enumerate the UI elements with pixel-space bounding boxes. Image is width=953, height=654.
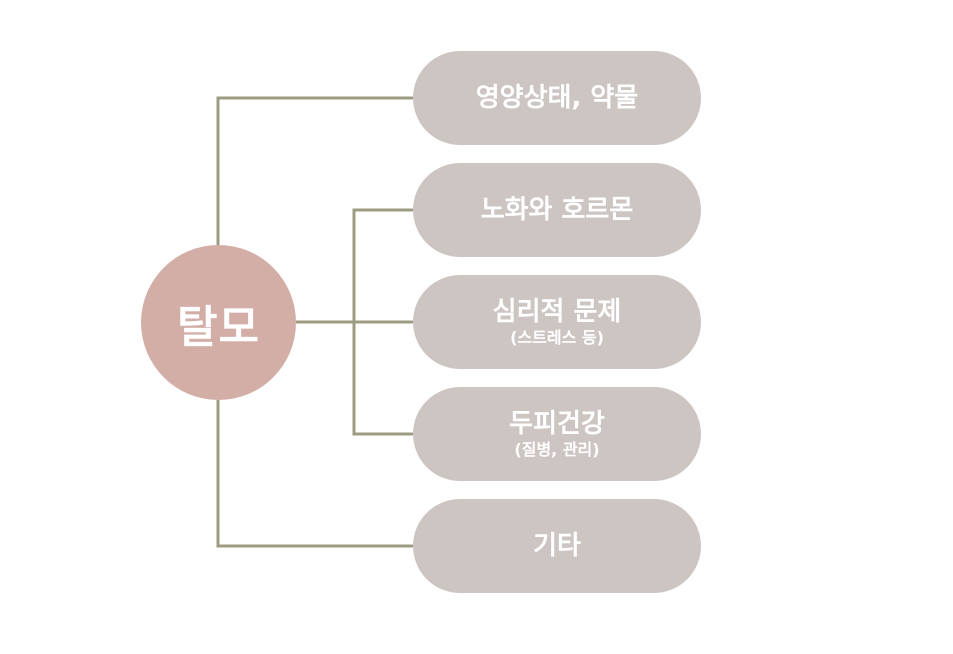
connector-outer-bottom [216, 400, 413, 548]
branch-label: 영양상태, 약물 [475, 83, 639, 113]
center-label: 탈모 [177, 301, 260, 353]
branch-sublabel: (질병, 관리) [514, 440, 600, 459]
branch-psychological: 심리적 문제 (스트레스 등) [413, 275, 701, 369]
branch-label: 두피건강 [509, 409, 605, 439]
branch-label: 노화와 호르몬 [480, 195, 634, 225]
connector-outer-top [216, 96, 413, 245]
branch-aging-hormones: 노화와 호르몬 [413, 163, 701, 257]
branch-scalp-health: 두피건강 (질병, 관리) [413, 387, 701, 481]
branch-label: 심리적 문제 [492, 297, 622, 327]
branch-label: 기타 [533, 531, 581, 561]
branch-nutrition-medication: 영양상태, 약물 [413, 51, 701, 145]
branch-other: 기타 [413, 499, 701, 593]
center-node: 탈모 [141, 245, 296, 400]
connector-inner-bracket [352, 208, 413, 436]
branch-sublabel: (스트레스 등) [510, 328, 604, 347]
